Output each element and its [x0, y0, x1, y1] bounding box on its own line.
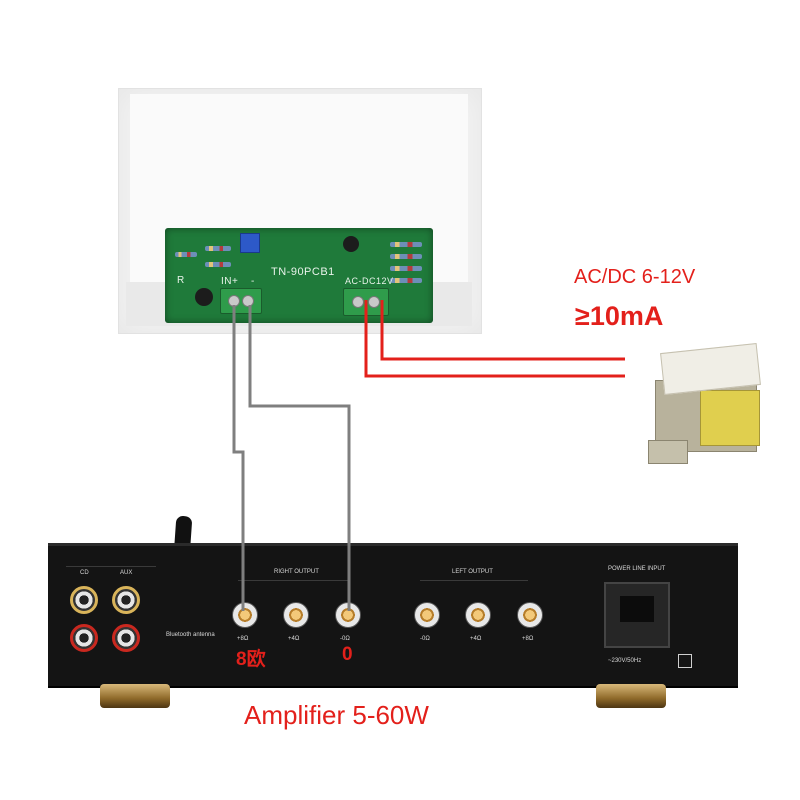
trimmer-potentiometer: [240, 233, 260, 253]
amplifier-rear-panel: CD AUX Bluetooth antenna RIGHT OUTPUT +8…: [48, 543, 738, 686]
amplifier-caption: Amplifier 5-60W: [244, 700, 429, 730]
power-inlet-socket[interactable]: [604, 582, 670, 648]
screw-icon: [242, 295, 254, 307]
antenna-label: Bluetooth antenna: [166, 632, 215, 638]
divider: [238, 580, 350, 581]
double-insulation-icon: [678, 654, 692, 668]
screw-icon: [352, 296, 364, 308]
power-wire-a: [364, 300, 625, 378]
aux-left-jack[interactable]: [112, 586, 140, 614]
connection-label-0: 0: [342, 644, 353, 665]
input-terminal-block: [220, 288, 262, 314]
capacitor: [195, 288, 213, 306]
power-inlet-label: POWER LINE INPUT: [608, 566, 666, 572]
inlet-cavity: [620, 596, 654, 622]
resistor: [205, 262, 231, 267]
power-voltage-spec: AC/DC 6-12V: [574, 266, 696, 288]
transformer-coil: [700, 390, 760, 446]
post-label: +4Ω: [288, 636, 300, 642]
divider: [420, 580, 528, 581]
left-post-8ohm[interactable]: [517, 602, 543, 628]
right-output-label: RIGHT OUTPUT: [274, 569, 319, 575]
aux-right-jack[interactable]: [112, 624, 140, 652]
divider: [66, 566, 156, 567]
aux-label: AUX: [120, 570, 133, 576]
screw-icon: [368, 296, 380, 308]
resistor: [175, 252, 197, 257]
left-post-0ohm[interactable]: [414, 602, 440, 628]
left-output-label: LEFT OUTPUT: [452, 569, 493, 575]
resistor: [390, 254, 422, 259]
input-label: IN+: [221, 276, 239, 287]
power-wire-b: [380, 300, 625, 361]
resistor: [390, 278, 422, 283]
cd-right-jack[interactable]: [70, 624, 98, 652]
amplifier-foot: [100, 684, 170, 708]
amplifier-foot: [596, 684, 666, 708]
post-label: -0Ω: [420, 636, 430, 642]
post-label: +8Ω: [237, 636, 249, 642]
right-post-4ohm[interactable]: [283, 602, 309, 628]
ref-label: R: [177, 275, 185, 286]
post-label: +4Ω: [470, 636, 482, 642]
signal-wire-ground: [248, 305, 351, 611]
right-post-8ohm[interactable]: [232, 602, 258, 628]
board-model: TN-90PCB1: [271, 266, 335, 278]
resistor: [390, 242, 422, 247]
ground-label: -: [251, 276, 255, 287]
power-current-spec: ≥10mA: [575, 301, 664, 331]
resistor: [205, 246, 231, 251]
capacitor: [343, 236, 359, 252]
post-label: +8Ω: [522, 636, 534, 642]
left-post-4ohm[interactable]: [465, 602, 491, 628]
power-label: AC-DC12V: [345, 276, 394, 286]
cd-label: CD: [80, 570, 89, 576]
connection-label-8ohm: 8欧: [236, 649, 266, 670]
power-rating: ~230V/50Hz: [608, 658, 642, 664]
transformer-mount: [648, 440, 688, 464]
signal-wire-input: [232, 305, 245, 611]
post-label: -0Ω: [340, 636, 350, 642]
cd-left-jack[interactable]: [70, 586, 98, 614]
resistor: [390, 266, 422, 271]
